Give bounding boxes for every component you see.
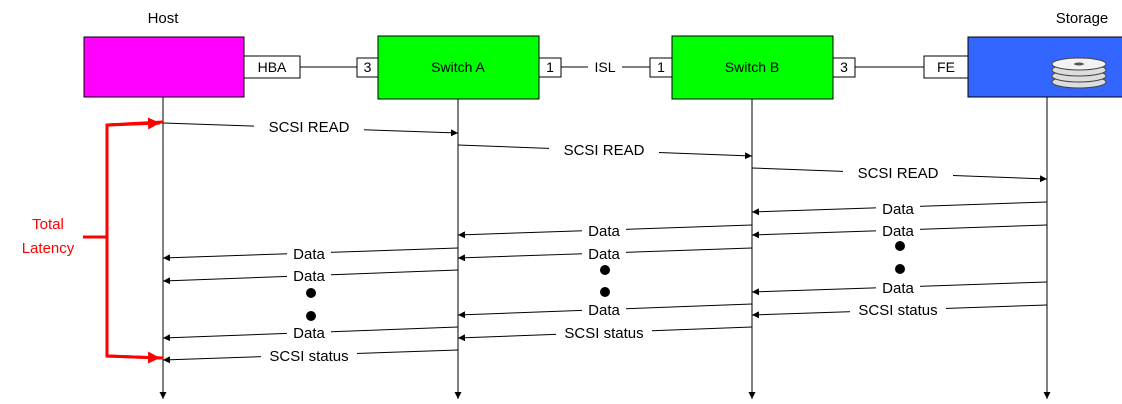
switch-b-label: Switch B [725, 59, 779, 75]
read-label-1: SCSI READ [269, 119, 350, 136]
read-label-3-bg [843, 163, 953, 181]
latency-bracket-bottom-arrow [106, 351, 161, 364]
sb-data-label-3-bg [876, 279, 920, 295]
fe-port-label: FE [937, 59, 955, 75]
sb-data-label-2: Data [882, 223, 914, 240]
ba-data-label-3-bg [582, 301, 626, 317]
switch-a-port-right [538, 57, 562, 78]
latency-bracket-line [105, 120, 164, 360]
switch-b-port-right [832, 57, 856, 78]
read-label-2-bg [549, 140, 659, 158]
sb-data-label-1-bg [876, 200, 920, 216]
ah-data-label-2: Data [293, 268, 325, 285]
ba-data-label-1-bg [582, 222, 626, 238]
switch-a-port-left-label: 3 [364, 59, 372, 75]
ba-data-label-3: Data [588, 302, 620, 319]
sb-ellipsis-dot-1 [895, 241, 905, 251]
latency-label-line1: Total [32, 216, 64, 233]
ba-data-label-2: Data [588, 246, 620, 263]
ba-data-label-1: Data [588, 223, 620, 240]
ah-ellipsis-dot-1 [306, 288, 316, 298]
isl-label: ISL [594, 59, 615, 75]
ah-data-label-1-bg [287, 245, 331, 261]
isl-label-bg [588, 58, 622, 76]
hba-port [243, 55, 301, 79]
read-label-3: SCSI READ [858, 165, 939, 182]
ah-data-label-2-bg [287, 267, 331, 283]
sb-data-label-2-bg [876, 222, 920, 238]
sb-status-label-bg [850, 301, 946, 317]
sb-data-label-1: Data [882, 201, 914, 218]
ba-ellipsis-dot-2 [600, 287, 610, 297]
ba-ellipsis-dot-1 [600, 265, 610, 275]
host-box[interactable] [83, 36, 245, 98]
sb-data-label-3: Data [882, 280, 914, 297]
ba-status-label: SCSI status [564, 325, 643, 342]
ah-status-label: SCSI status [269, 348, 348, 365]
disk-stack-icon [1051, 57, 1107, 89]
read-label-1-bg [254, 117, 364, 135]
ba-status-label-bg [556, 324, 652, 340]
hba-port-label: HBA [258, 59, 287, 75]
latency-label-line2: Latency [22, 240, 75, 257]
switch-b-port-right-label: 3 [840, 59, 848, 75]
sb-ellipsis-dot-2 [895, 264, 905, 274]
ah-ellipsis-dot-2 [306, 311, 316, 321]
sb-status-label: SCSI status [858, 302, 937, 319]
switch-a-port-right-label: 1 [546, 59, 554, 75]
ah-data-label-3-bg [287, 324, 331, 340]
latency-bracket-top-arrow [106, 117, 161, 130]
ba-data-label-2-bg [582, 245, 626, 261]
read-label-2: SCSI READ [564, 142, 645, 159]
ah-data-label-1: Data [293, 246, 325, 263]
ah-data-label-3: Data [293, 325, 325, 342]
latency-bracket [83, 117, 164, 364]
switch-b-port-left-label: 1 [657, 59, 665, 75]
ah-status-label-bg [261, 347, 357, 363]
host-title: Host [148, 10, 180, 27]
storage-title: Storage [1056, 10, 1109, 27]
switch-a-label: Switch A [431, 59, 485, 75]
